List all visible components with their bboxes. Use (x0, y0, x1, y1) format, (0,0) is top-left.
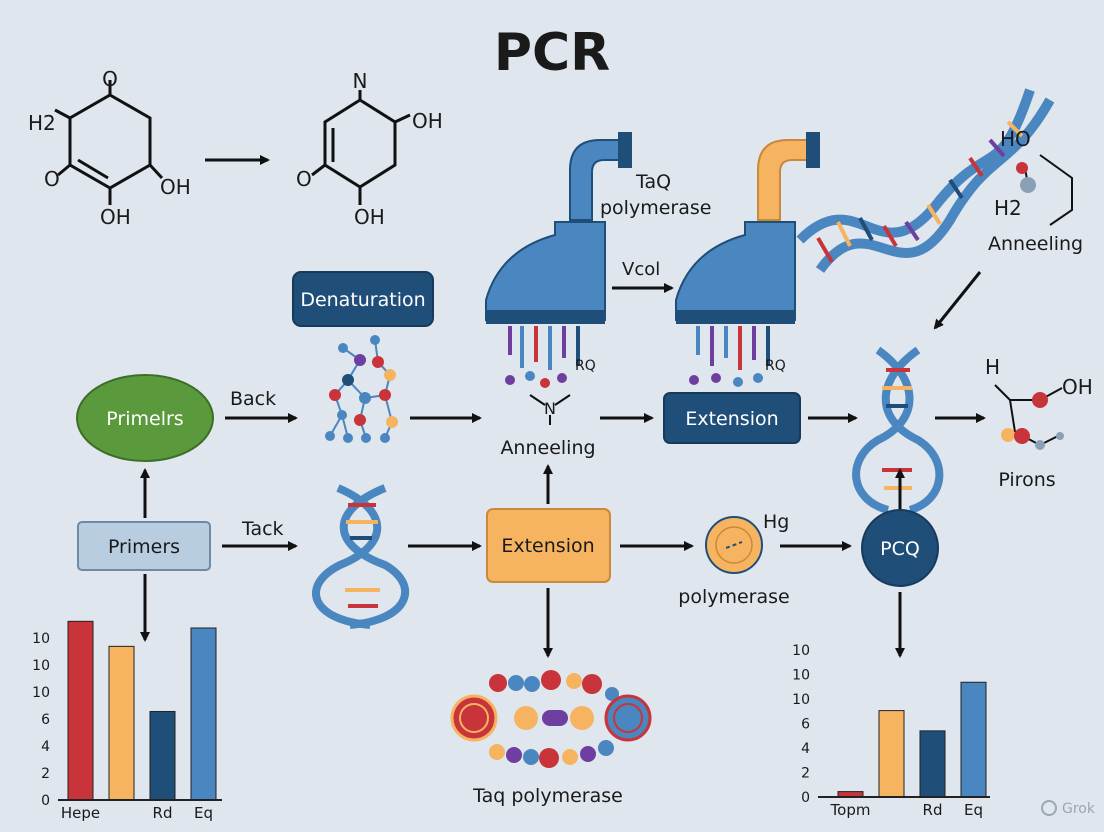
bead-ring (450, 670, 652, 768)
y-tick-label: 10 (32, 631, 50, 647)
molecule-left (54, 80, 164, 205)
dna-helix-middle (312, 484, 409, 629)
y-tick-label: 10 (32, 658, 50, 674)
primers-oval (76, 374, 214, 462)
primers-oval-label: Primelrs (106, 408, 183, 430)
mol-right-oh-bottom: OH (354, 205, 385, 229)
y-tick-label: 10 (792, 668, 810, 684)
bar-eq (960, 681, 987, 798)
label-rq-left: RQ (575, 358, 596, 374)
label-rq-right: RQ (765, 358, 786, 374)
extension-top-box (663, 392, 801, 444)
y-tick-label: 2 (41, 766, 50, 782)
nucleotide-dots (505, 371, 763, 388)
y-tick-label: 10 (792, 692, 810, 708)
label-vcol: Vcol (622, 259, 660, 280)
y-tick-label: 4 (41, 739, 50, 755)
label-anneling-mid: Anneeling (500, 437, 595, 459)
label-taq-polymerase-line2: polymerase (600, 197, 711, 219)
dna-helix-large (796, 88, 1055, 273)
watermark: Grok (1062, 801, 1096, 817)
watermark-icon (1041, 800, 1057, 816)
corner-h2: H2 (994, 196, 1022, 220)
polymerase-machine-right (675, 132, 820, 370)
corner-molecule (1016, 154, 1073, 226)
y-tick-label: 10 (32, 685, 50, 701)
pcq-label: PCQ (880, 538, 920, 560)
arrow-anneling-to-dna (933, 271, 982, 330)
x-tick-label: Topm (830, 801, 871, 819)
label-taq-polymerase-bottom: Taq polymerase (472, 785, 623, 807)
mol-left-o-top: O (102, 67, 118, 91)
label-n-atom: N (544, 399, 556, 418)
mol-left-oh-bottom: OH (100, 205, 131, 229)
bar-hepe (67, 620, 94, 801)
label-back: Back (230, 388, 276, 410)
label-pirons: Pirons (998, 469, 1055, 491)
pcq-circle (861, 509, 939, 587)
small-mol-h: H (985, 355, 1000, 379)
diagram-title: PCR (494, 23, 610, 83)
mol-left-oh-right: OH (160, 175, 191, 199)
label-anneling-top: Anneeling (988, 233, 1083, 255)
mol-right-n: N (353, 69, 368, 93)
primers-box-label: Primers (108, 536, 180, 558)
x-tick-label: Eq (964, 801, 983, 819)
y-tick-label: 10 (792, 643, 810, 659)
y-tick-label: 2 (801, 766, 810, 782)
label-taq-polymerase-line1: TaQ (635, 171, 671, 193)
bar-unlabeled-1 (878, 710, 905, 798)
x-tick-label: Eq (194, 804, 213, 822)
x-tick-label: Rd (923, 801, 943, 819)
n-molecule (529, 394, 571, 425)
mol-left-o-left: O (44, 167, 60, 191)
bar-eq (190, 627, 217, 801)
mol-right-o-left: O (296, 167, 312, 191)
dna-helix-right (852, 346, 944, 514)
mol-right-oh-right: OH (412, 109, 443, 133)
bar-unlabeled-1 (108, 645, 135, 801)
molecular-network (325, 335, 398, 443)
y-tick-label: 0 (801, 790, 810, 806)
bar-rd (919, 730, 946, 798)
denaturation-box (292, 271, 434, 327)
extension-mid-box (486, 508, 611, 583)
small-molecule (994, 384, 1064, 450)
primers-box (77, 521, 211, 571)
corner-ho: HO (1000, 127, 1031, 151)
x-tick-label: Rd (153, 804, 173, 822)
y-tick-label: 6 (41, 712, 50, 728)
molecule-right (311, 90, 411, 205)
label-tack: Tack (241, 518, 284, 540)
y-tick-label: 0 (41, 793, 50, 809)
small-mol-oh: OH (1062, 375, 1093, 399)
y-tick-label: 4 (801, 741, 810, 757)
label-hg: Hg (763, 511, 789, 533)
denaturation-label: Denaturation (300, 289, 425, 311)
y-tick-label: 6 (801, 717, 810, 733)
extension-mid-label: Extension (501, 535, 594, 557)
bar-rd (149, 710, 176, 801)
polymerase-machine-left (485, 132, 632, 370)
mol-left-h2: H2 (28, 111, 56, 135)
extension-top-label: Extension (685, 408, 778, 430)
polymerase-circle-mark (725, 541, 743, 549)
x-tick-label: Hepe (61, 804, 100, 822)
label-polymerase: polymerase (678, 586, 789, 608)
